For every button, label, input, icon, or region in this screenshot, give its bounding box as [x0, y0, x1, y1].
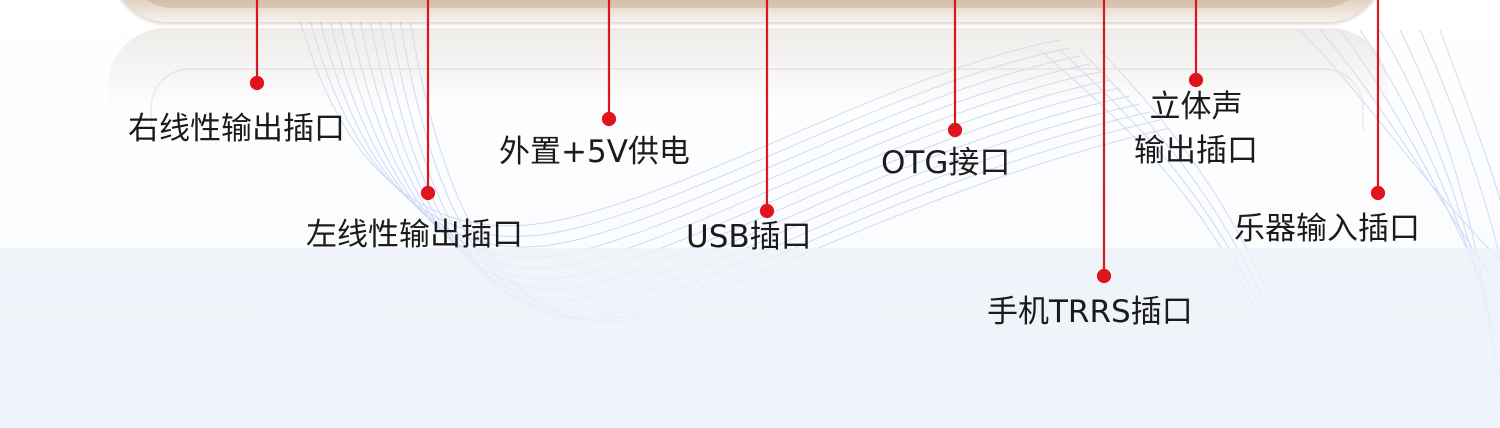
label-stereo-out: 立体声 输出插口 — [1116, 84, 1276, 174]
leader-dot-stereo-out — [1188, 72, 1204, 88]
label-usb: USB插口 — [686, 219, 812, 255]
label-stereo-out-line2: 输出插口 — [1134, 133, 1258, 169]
leader-dot-ext-power — [601, 111, 617, 127]
label-instrument-in: 乐器输入插口 — [1234, 211, 1420, 247]
label-otg: OTG接口 — [881, 145, 1011, 181]
leader-dot-phone-trrs — [1096, 268, 1112, 284]
device-body — [128, 0, 1367, 8]
label-left-line-out: 左线性输出插口 — [306, 217, 523, 253]
label-ext-power: 外置+5V供电 — [499, 134, 690, 170]
device-reflection-outline — [150, 68, 1364, 130]
leader-dot-left-line-out — [420, 185, 436, 201]
leader-dot-otg — [947, 122, 963, 138]
label-phone-trrs: 手机TRRS插口 — [987, 294, 1193, 330]
leader-dot-instrument-in — [1370, 185, 1386, 201]
floor-backdrop — [0, 248, 1500, 428]
leader-dot-usb — [759, 203, 775, 219]
leader-dot-right-line-out — [249, 75, 265, 91]
label-right-line-out: 右线性输出插口 — [128, 111, 345, 147]
label-stereo-out-line1: 立体声 — [1149, 89, 1243, 125]
